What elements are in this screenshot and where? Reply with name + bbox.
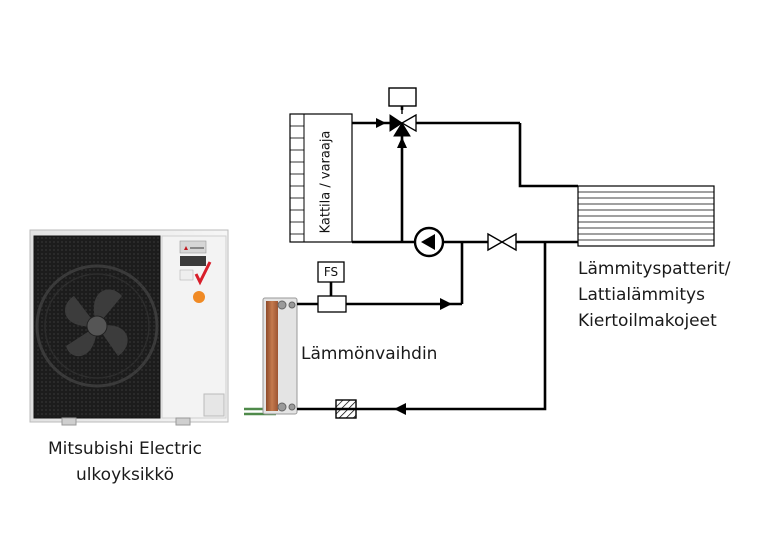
certification-check-icon <box>179 261 212 286</box>
outdoor-unit-label: Mitsubishi Electric ulkoyksikkö <box>20 436 230 488</box>
plate-heat-exchanger <box>262 297 298 415</box>
emitters-label: Lämmityspatterit/ Lattialämmitys Kiertoi… <box>578 256 730 334</box>
heat-exchanger-label: Lämmönvaihdin <box>301 344 438 364</box>
radiator <box>577 185 715 247</box>
emitters-label-line1: Lämmityspatterit/ <box>578 259 731 279</box>
outdoor-unit-label-line2: ulkoyksikkö <box>75 465 175 485</box>
boiler-label: Kattila / varaaja <box>318 130 334 234</box>
emitters-label-line3: Kiertoilmakojeet <box>578 311 717 331</box>
brand-logo-icon <box>179 240 207 254</box>
three-way-valve-icon <box>388 87 417 137</box>
flow-arrow-icon <box>394 403 406 415</box>
emitters-label-line2: Lattialämmitys <box>578 285 705 305</box>
outdoor-unit <box>29 229 229 426</box>
ecodan-badge-icon <box>180 256 206 266</box>
flow-arrow-icon <box>397 137 407 148</box>
fan-icon <box>35 264 159 388</box>
flow-arrows <box>376 118 452 415</box>
flow-switch-icon <box>317 261 347 313</box>
flow-arrow-icon <box>440 298 452 310</box>
two-way-valve-icon <box>487 232 517 252</box>
orange-badge-icon <box>193 291 205 303</box>
flow-switch-label: FS <box>323 265 339 279</box>
boiler-tank <box>289 113 353 243</box>
outdoor-unit-label-line1: Mitsubishi Electric <box>48 439 202 459</box>
strainer-icon <box>335 399 357 419</box>
circulation-pump-icon <box>413 226 445 258</box>
flow-arrow-icon <box>376 118 386 128</box>
